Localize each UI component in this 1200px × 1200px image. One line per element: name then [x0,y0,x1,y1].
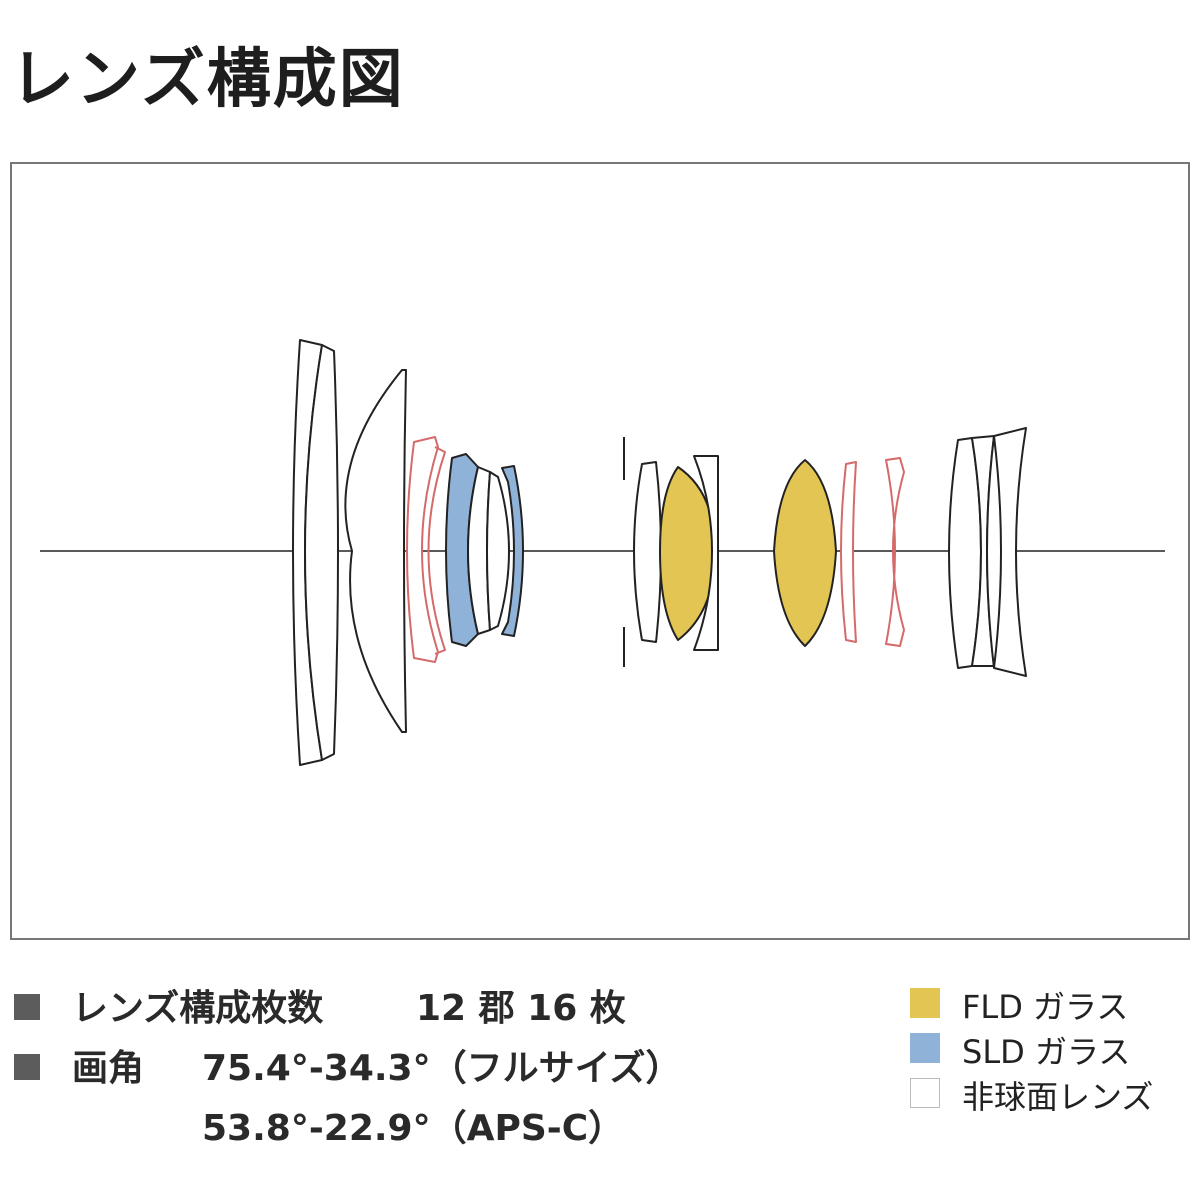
glass-legend: FLD ガラス SLD ガラス 非球面レンズ [910,978,1190,1116]
spec-row-angle-apsc: 53.8°-22.9°（APS-C） [14,1095,874,1155]
bullet-square [14,994,40,1020]
legend-item-sld: SLD ガラス [910,1023,1190,1071]
spec-value: 12 郡 16 枚 [416,988,626,1029]
lens-element-8-sld [501,465,524,637]
lens-element-13-aspherical [840,461,857,643]
legend-label: 非球面レンズ [962,1078,1154,1116]
spec-value: 75.4°-34.3°（フルサイズ） [202,1048,682,1089]
spec-row-angle-fullframe: 画角 75.4°-34.3°（フルサイズ） [14,1035,874,1095]
legend-label: FLD ガラス [962,988,1129,1026]
spec-label: レンズ構成枚数 [72,988,324,1029]
lens-element-3 [344,369,407,733]
lens-element-9 [633,461,662,643]
lens-element-2 [304,344,339,761]
lens-element-11 [693,455,719,651]
spec-list: レンズ構成枚数 12 郡 16 枚 画角 75.4°-34.3°（フルサイズ） … [14,975,874,1155]
lens-element-4b-aspherical [427,446,446,655]
spec-value: 53.8°-22.9°（APS-C） [202,1108,625,1149]
legend-swatch-aspherical [910,1078,940,1108]
lens-element-12-fld [773,459,837,647]
lens-element-18 [993,435,1002,669]
lens-element-7 [486,471,510,631]
legend-item-fld: FLD ガラス [910,978,1190,1026]
lens-element-17 [986,427,1027,677]
lens-diagram-svg [10,162,1190,940]
spec-row-construction: レンズ構成枚数 12 郡 16 枚 [14,975,874,1035]
legend-item-aspherical: 非球面レンズ [910,1068,1190,1116]
legend-swatch-sld [910,1033,940,1063]
lens-element-14-aspherical [885,457,905,647]
legend-label: SLD ガラス [962,1033,1131,1071]
bullet-square [14,1054,40,1080]
page-title: レンズ構成図 [10,43,405,117]
legend-swatch-fld [910,988,940,1018]
spec-label: 画角 [72,1048,145,1089]
lens-diagram [10,162,1190,940]
